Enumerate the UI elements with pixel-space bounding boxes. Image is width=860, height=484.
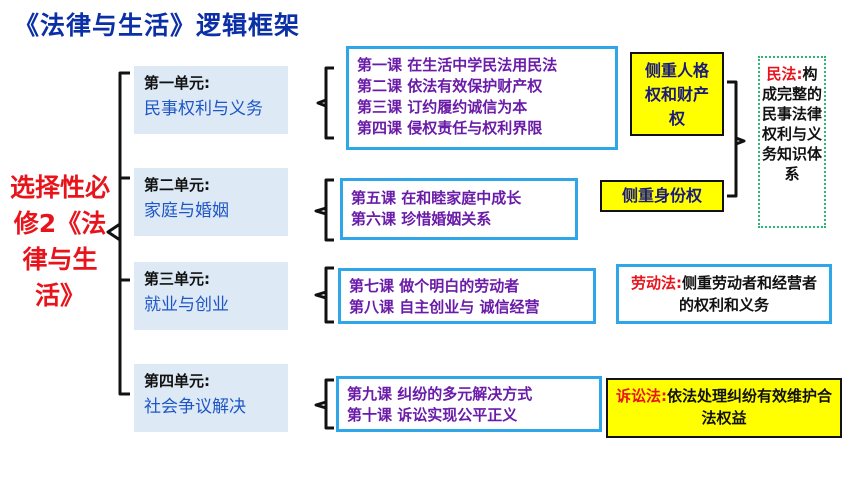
unit-3-name: 第三单元: [144,270,210,288]
labor-law-label: 劳动法: [630,274,682,292]
unit-3: 第三单元: 就业与创业 [134,262,288,330]
labor-law-text: 侧重劳动者和经营者的权利和义务 [678,274,817,314]
unit-2-lessons: 第五课 在和睦家庭中成长 第六课 珍惜婚姻关系 [340,178,578,240]
unit-3-lessons: 第七课 做个明白的劳动者 第八课 自主创业与 诚信经营 [338,268,596,324]
litigation-law-text: 依法处理纠纷有效维护合法权益 [666,387,832,427]
lesson-item: 第一课 在生活中学民法用民法 [357,56,558,74]
unit-1-name: 第一单元: [144,74,210,92]
main-bracket [106,71,130,396]
lesson-item: 第七课 做个明白的劳动者 [349,277,520,295]
lesson-item: 第三课 订约履约诚信为本 [357,98,528,116]
unit3-bracket [314,266,334,324]
unit-4: 第四单元: 社会争议解决 [134,364,288,432]
unit-2: 第二单元: 家庭与婚姻 [134,168,288,236]
unit-4-lessons: 第九课 纠纷的多元解决方式 第十课 诉讼实现公平正义 [336,376,602,432]
unit-4-name: 第四单元: [144,372,210,390]
book-label: 选择性必修2《法律与生活》 [10,173,111,310]
unit-2-topic: 家庭与婚姻 [144,201,229,221]
litigation-law-label: 诉讼法: [615,387,667,405]
litigation-law-note: 诉讼法:依法处理纠纷有效维护合法权益 [606,378,842,438]
civil-law-text: 构成完整的民事法律权利与义务知识体系 [761,65,822,183]
lesson-item: 第九课 纠纷的多元解决方式 [347,385,533,403]
unit-1: 第一单元: 民事权利与义务 [134,66,288,134]
lesson-item: 第十课 诉讼实现公平正义 [347,406,518,424]
civil-law-label: 民法: [766,65,803,83]
lesson-item: 第二课 依法有效保护财产权 [357,77,543,95]
unit1-bracket [316,66,334,140]
page-title: 《法律与生活》逻辑框架 [14,11,301,40]
unit-1-topic: 民事权利与义务 [144,99,263,119]
lesson-item: 第五课 在和睦家庭中成长 [351,189,522,207]
unit2-bracket [314,178,334,242]
lesson-item: 第四课 侵权责任与权利界限 [357,119,543,137]
unit-3-topic: 就业与创业 [144,295,229,315]
unit-1-lessons: 第一课 在生活中学民法用民法 第二课 依法有效保护财产权 第三课 订约履约诚信为… [346,46,618,150]
unit-2-note: 侧重身份权 [600,180,724,212]
unit-1-note: 侧重人格权和财产权 [630,52,724,136]
civil-bracket [727,80,746,198]
unit4-bracket [314,378,334,430]
labor-law-note: 劳动法:侧重劳动者和经营者的权利和义务 [616,264,832,324]
civil-law-note: 民法:构成完整的民事法律权利与义务知识体系 [758,56,826,228]
lesson-item: 第六课 珍惜婚姻关系 [351,210,492,228]
lesson-item: 第八课 自主创业与 诚信经营 [349,298,540,316]
unit-4-topic: 社会争议解决 [144,397,246,417]
unit-2-name: 第二单元: [144,176,210,194]
